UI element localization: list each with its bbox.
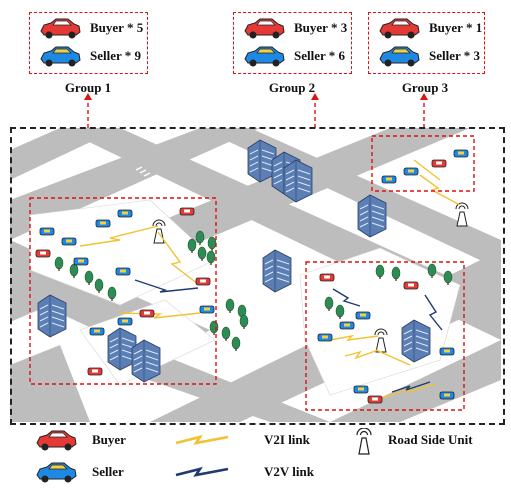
group-1-seller-count: Seller * 9 xyxy=(90,48,142,63)
group-2-seller-count: Seller * 6 xyxy=(294,48,346,63)
group-3-seller-count: Seller * 3 xyxy=(429,48,481,63)
group-2-region xyxy=(305,261,465,411)
group-3-buyer-row: Buyer * 1 xyxy=(377,17,482,39)
group-3-buyer-count: Buyer * 1 xyxy=(429,20,483,35)
group-1-buyer-row: Buyer * 5 xyxy=(38,17,143,39)
group-3-box: Buyer * 1 Seller * 3 xyxy=(368,12,485,74)
v2v-link-icon xyxy=(175,466,229,477)
road-side-unit-icon xyxy=(356,428,372,455)
legend-v2v-label: V2V link xyxy=(264,464,314,479)
buyer-car-icon xyxy=(36,430,77,451)
group-1-box: Buyer * 5 Seller * 9 xyxy=(29,12,148,74)
group-2-box: Buyer * 3 Seller * 6 xyxy=(233,12,352,74)
legend-v2i-label: V2I link xyxy=(264,432,310,447)
city-boundary xyxy=(10,127,505,425)
legend-rsu-label: Road Side Unit xyxy=(388,432,473,447)
v2i-links xyxy=(79,159,461,401)
seller-car-icon xyxy=(36,462,77,483)
group-1-region xyxy=(29,197,217,385)
v2i-link-icon xyxy=(175,434,229,445)
group-1-seller-row: Seller * 9 xyxy=(38,45,141,67)
legend-buyer-label: Buyer xyxy=(92,432,126,447)
group-3-region xyxy=(371,135,475,192)
group-2-buyer-count: Buyer * 3 xyxy=(294,20,348,35)
group-1-label: Group 1 xyxy=(64,80,112,95)
group-3-label: Group 3 xyxy=(401,80,449,95)
legend-seller-label: Seller xyxy=(92,464,124,479)
group-2-label: Group 2 xyxy=(268,80,316,95)
group-2-buyer-row: Buyer * 3 xyxy=(242,17,347,39)
group-1-buyer-count: Buyer * 5 xyxy=(90,20,144,35)
v2v-links xyxy=(134,279,443,393)
group-2-seller-row: Seller * 6 xyxy=(242,45,345,67)
group-3-seller-row: Seller * 3 xyxy=(377,45,480,67)
